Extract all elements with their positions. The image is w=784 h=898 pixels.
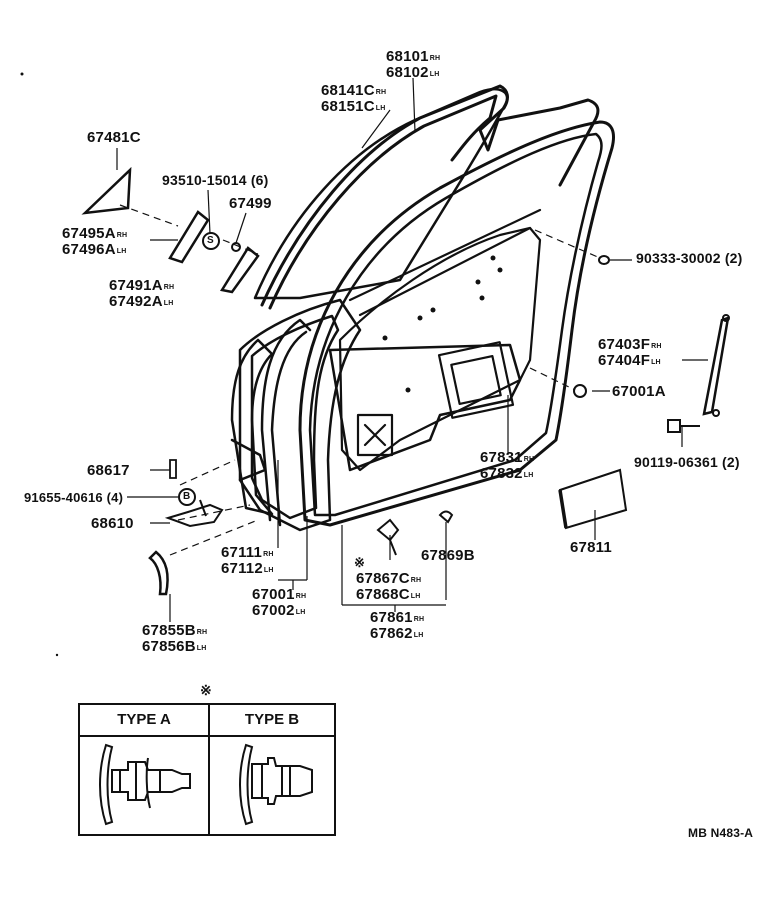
clip-type-a-drawing [99,743,191,826]
type-table-asterisk: ※ [200,682,212,698]
label-67403f: 67403FRH [598,336,662,353]
label-68101: 68101RH [386,48,441,65]
label-67832: 67832LH [480,465,534,482]
check-68617 [169,459,177,479]
label-67404f: 67404FLH [598,352,661,369]
label-68102: 68102LH [386,64,440,81]
door-glass [253,88,509,300]
panel-holes [382,255,503,393]
asterisk-marker: ※ [354,555,366,570]
label-67002: 67002LH [252,602,306,619]
hinge-68610 [164,499,224,528]
screw-67499 [231,242,241,252]
clip-67869b [438,510,454,524]
label-67861: 67861RH [370,609,425,626]
inner-panel [338,208,542,472]
clip-b-circle [178,488,196,506]
label-68617: 68617 [87,462,130,479]
label-67499: 67499 [229,195,272,212]
clip-67867c [376,518,400,556]
s-marker: S [207,235,214,246]
plug-90333 [598,255,610,265]
label-67862: 67862LH [370,625,424,642]
clip-type-table: TYPE A TYPE B [78,703,336,836]
door-weatherstrip [298,120,615,527]
label-91655: 91655-40616 (4) [24,490,124,505]
b-marker: B [183,491,191,502]
clip-type-b-drawing [239,743,313,826]
label-67491a: 67491ARH [109,277,175,294]
label-67481c: 67481C [87,129,141,146]
label-67868c: 67868CLH [356,586,421,603]
label-67001: 67001RH [252,586,307,603]
label-67495a: 67495ARH [62,225,128,242]
label-67831: 67831RH [480,449,535,466]
clip-s-circle [202,232,220,250]
window-triangle-garnish [81,166,132,215]
type-a-header: TYPE A [80,705,208,737]
label-68610: 68610 [91,515,134,532]
weatherstrip-67855b [148,550,169,596]
label-68151c: 68151CLH [321,98,386,115]
type-b-header: TYPE B [210,705,334,737]
label-93510: 93510-15014 (6) [162,172,269,188]
bolt-90119 [667,419,700,433]
label-67856b: 67856BLH [142,638,207,655]
label-67811: 67811 [570,539,612,556]
label-67111: 67111RH [221,544,274,561]
weatherstrip-67403f [702,316,730,416]
drawing-code: MB N483-A [688,826,754,840]
label-68141c: 68141CRH [321,82,387,99]
label-67867c: 67867CRH [356,570,422,587]
label-67855b: 67855BRH [142,622,208,639]
label-67001a: 67001A [612,383,666,400]
label-90333: 90333-30002 (2) [636,250,743,266]
label-67112: 67112LH [221,560,274,577]
window-frame-weatherstrip [260,84,600,310]
mirror-seal [219,246,260,294]
mirror-base-cover [168,210,210,264]
plug-67001a [573,384,587,398]
hole-cover-67811 [558,468,628,530]
label-67492a: 67492ALH [109,293,174,310]
label-90119: 90119-06361 (2) [634,454,740,470]
label-67869b: 67869B [421,547,475,564]
type-table-divider [208,705,210,834]
label-67496a: 67496ALH [62,241,127,258]
